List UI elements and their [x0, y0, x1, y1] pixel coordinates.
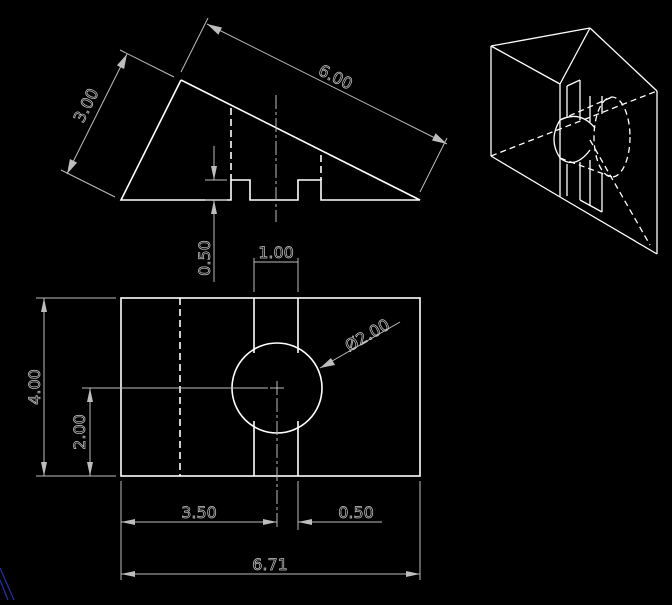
dimension-slot-offset-label: 0.50 [338, 503, 374, 522]
dimension-slot-width: 1.00 [253, 243, 299, 292]
dimension-slot-depth-label: 0.50 [195, 240, 214, 276]
dimension-slot-offset: 0.50 [297, 481, 382, 530]
dimension-front-height: 3.00 [60, 49, 175, 198]
dimension-hole-center-offset-label: 3.50 [181, 503, 217, 522]
dimension-overall-width-label: 6.71 [252, 555, 288, 574]
dimension-overall-height: 4.00 [25, 297, 116, 477]
dimension-overall-width: 6.71 [121, 481, 421, 580]
dimension-hole-center-height-label: 2.00 [70, 414, 89, 450]
front-view [119, 79, 421, 222]
dimension-hole-diameter-label: Ø2.00 [342, 315, 393, 356]
dimension-front-width: 6.00 [180, 17, 448, 193]
dimension-slot-depth: 0.50 [195, 146, 227, 282]
dimension-front-height-label: 3.00 [70, 85, 103, 125]
dimension-slot-width-label: 1.00 [258, 243, 294, 262]
dimension-hole-diameter: Ø2.00 [319, 315, 401, 369]
dimension-hole-center-offset: 3.50 [120, 398, 278, 580]
top-view [120, 297, 421, 477]
dimension-overall-height-label: 4.00 [25, 369, 44, 405]
isometric-view [490, 27, 658, 255]
dimension-hole-center-height: 2.00 [70, 387, 268, 476]
ucs-corner-marker [0, 567, 15, 601]
